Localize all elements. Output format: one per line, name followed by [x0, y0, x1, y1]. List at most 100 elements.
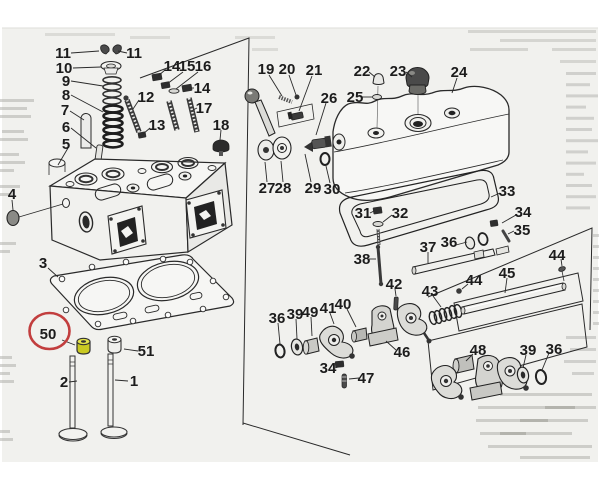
valve-cap-51 [107, 335, 122, 354]
part-number-label: 44 [549, 247, 566, 264]
leader-line [264, 161, 268, 183]
lever-bolt [287, 111, 304, 121]
leader-line [405, 71, 413, 78]
bleedthrough-text-line [572, 372, 594, 375]
part-number-label: 42 [386, 276, 403, 293]
leader-line [47, 267, 59, 278]
part-number-label: 32 [392, 205, 409, 222]
shaft-washer-a [464, 236, 476, 250]
leader-line [57, 147, 69, 166]
part-number-label: 11 [55, 45, 71, 62]
part-number-label: 19 [258, 61, 275, 78]
bleedthrough-text-line [252, 48, 278, 51]
leader-line [304, 153, 312, 183]
head-gasket [49, 254, 235, 331]
bleedthrough-text-line [566, 139, 598, 143]
cap-washer [372, 94, 382, 100]
cylinder-head-studs [123, 95, 200, 133]
leader-line [451, 77, 458, 94]
bleedthrough-text-line [0, 380, 14, 383]
bleedthrough-text-line [0, 438, 13, 441]
bleedthrough-text-line [0, 169, 14, 172]
leader-line [522, 354, 527, 369]
cover-gasket [338, 169, 500, 247]
valve-cover [332, 85, 510, 202]
leader-line [315, 102, 327, 136]
part-number-label: 14 [164, 58, 181, 75]
leader-line [288, 74, 297, 96]
bleedthrough-text-line [593, 256, 599, 259]
leader-line [280, 160, 284, 183]
leader-line [117, 50, 128, 54]
part-number-label: 2 [60, 374, 68, 391]
bleedthrough-text-line [0, 115, 31, 118]
leader-line [11, 199, 14, 211]
leader-line [192, 107, 198, 111]
leader-line [560, 258, 563, 267]
bleedthrough-text-line [593, 300, 599, 303]
bleedthrough-text-line [0, 138, 28, 141]
bleedthrough-text-line [470, 48, 528, 51]
part-number-label: 41 [320, 300, 337, 317]
bleedthrough-text-line [566, 150, 588, 154]
dowel-pin-42 [393, 296, 399, 311]
leader-line [68, 380, 78, 383]
bleedthrough-text-line [478, 406, 596, 409]
bleedthrough-text-line [235, 36, 275, 39]
part-number-label: 50 [40, 326, 57, 343]
leader-line [175, 71, 199, 90]
bleedthrough-text-line [566, 172, 584, 176]
part-number-label: 15 [179, 58, 196, 75]
leader-line [504, 277, 508, 294]
leader-line [70, 50, 100, 54]
bleedthrough-text-line [566, 336, 596, 339]
bleedthrough-text-line [566, 128, 592, 131]
leader-line [541, 352, 550, 371]
bleedthrough-text-line [566, 83, 590, 87]
leader-line [295, 318, 298, 340]
decompression-lever [244, 88, 292, 161]
part-number-label: 1 [130, 373, 138, 390]
intake-valve [100, 353, 128, 439]
part-number-label: 6 [62, 119, 70, 136]
leader-line [501, 214, 517, 224]
lever-spring-and-pin [278, 94, 300, 104]
part-number-label: 7 [61, 102, 69, 119]
part-number-label: 36 [269, 310, 286, 327]
bleedthrough-text [0, 30, 599, 459]
part-number-label: 9 [62, 73, 70, 90]
bleedthrough-text-line [520, 456, 590, 459]
bleedthrough-text-line [566, 105, 586, 109]
part-number-label: 27 [259, 180, 276, 197]
leader-line [455, 241, 468, 246]
part-number-label: 20 [279, 61, 296, 78]
bleedthrough-text-line [0, 356, 12, 359]
bleedthrough-text-line [0, 250, 10, 253]
part-number-label: 49 [302, 304, 319, 321]
bleedthrough-text-line [593, 311, 599, 314]
leader-line [369, 210, 375, 214]
part-number-label: 18 [213, 117, 230, 134]
valve-guide [80, 112, 92, 149]
part-number-label: 12 [138, 89, 155, 106]
cover-stud-nut [372, 206, 384, 246]
part-number-label: 14 [194, 80, 211, 97]
part-number-label: 34 [320, 360, 337, 377]
leader-line [219, 129, 222, 141]
leader-line [277, 322, 281, 345]
leader-line [142, 127, 151, 135]
bleedthrough-text-line [566, 184, 592, 187]
part-number-label: 36 [546, 341, 563, 358]
leader-line [394, 288, 397, 297]
part-number-label: 29 [305, 180, 322, 197]
leader-line [382, 214, 393, 223]
leader-line [123, 348, 139, 352]
leader-line [70, 80, 104, 87]
leader-line [507, 230, 515, 235]
part-number-label: 31 [355, 205, 372, 222]
bleedthrough-text-line [570, 348, 596, 351]
part-number-label: 51 [138, 343, 155, 360]
leader-line [70, 127, 97, 149]
bleedthrough-text-line [0, 99, 34, 102]
